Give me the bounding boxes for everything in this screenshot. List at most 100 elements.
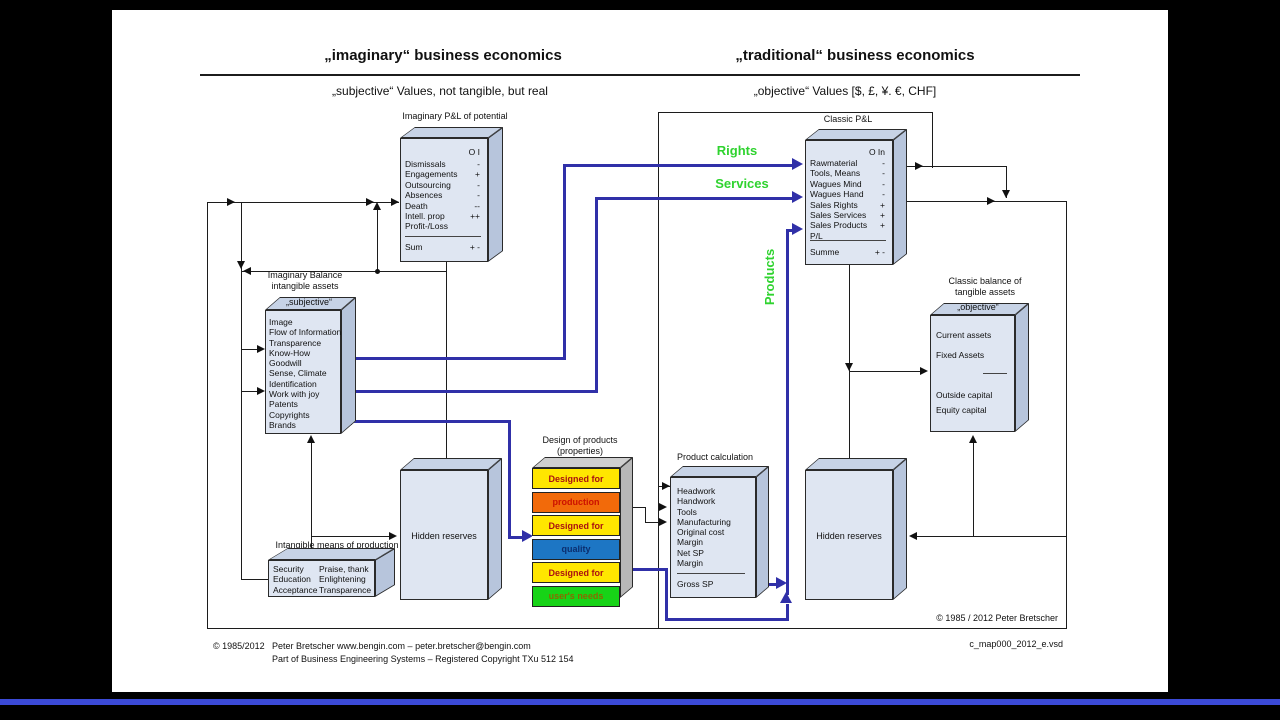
box-side-face [893,458,907,600]
pl-row: Wagues Mind- [810,178,885,189]
design-products-label: Design of products (properties) [542,435,618,456]
production-connector [622,507,646,508]
arrow-up-icon [373,202,381,210]
box-top-face [400,458,503,470]
balance-row: Identification [269,378,317,389]
sum-divider [810,240,886,241]
services-flow-line [348,390,598,393]
right-region-top-border [658,112,933,113]
arrow-right-icon [227,198,235,206]
pl-row: Intell. prop++ [405,211,480,222]
pl-row: Outsourcing- [405,179,480,190]
out1-drop [1006,166,1007,198]
arrow-right-icon [391,198,399,206]
pl-row: Tools, Means- [810,168,885,179]
calc-divider [677,573,745,574]
hidden-reserves-label: Hidden reserves [816,531,882,541]
services-flow-line [595,197,598,393]
balance-divider [983,373,1007,374]
services-flow-line [595,197,792,200]
objective-label: „objective“ [957,302,999,312]
to-hidden-right-connector [915,536,1067,537]
riser-connector [377,205,378,271]
pl-row: Absences- [405,190,480,201]
balance-row: Brands [269,419,296,430]
right-border-line [1066,201,1067,628]
classic-pl-label: Classic P&L [823,114,873,124]
products-label: Products [762,248,777,306]
box-front-face: Current assets Fixed Assets Outside capi… [930,315,1015,432]
brands-flow-line [508,420,511,539]
means-row: Security [273,564,304,574]
calc-total-row: Gross SP [677,579,714,589]
left-border-line [207,202,208,628]
box-side-face [341,297,356,434]
rights-flow-line [563,164,566,360]
footer-line1: Peter Bretscher www.bengin.com – peter.b… [272,641,531,651]
blue-arrow-right-icon [776,577,787,589]
balance-row: Work with joy [269,389,320,400]
production-branch [645,522,661,523]
imaginary-balance-box: Image Flow of Information Transparence K… [265,297,357,434]
balance-row: Outside capital [936,390,993,400]
pl-row: Sales Services+ [810,210,885,221]
right-region-top-drop [932,112,933,168]
sum-divider [405,236,481,237]
title-underline [200,74,1080,76]
pl-row: Sales Rights+ [810,199,885,210]
box-front-face: Headwork Handwork Tools Manufacturing Or… [670,477,756,598]
to-hidden-left-connector [311,536,393,537]
calc-row: Tools [677,506,697,517]
arrow-left-icon [909,532,917,540]
footer-copyright-year: © 1985/2012 [213,641,265,651]
arrow-down-icon [1002,190,1010,198]
arrow-right-icon [257,345,265,353]
video-progress-bar[interactable] [0,699,1280,705]
arrow-right-icon [257,387,265,395]
box-side-face [488,126,503,262]
subjective-label: „subjective“ [285,297,332,307]
box-top-face [670,466,770,477]
services-label: Services [715,176,769,191]
intangible-means-label: Intangible means of production [275,540,399,550]
rights-flow-line [563,164,792,167]
classic-balance-label: Classic balance of tangible assets [948,276,1022,297]
box-top-face [805,129,907,140]
connector-intangible [241,579,269,580]
box-side-face [620,457,633,598]
calc-row: Handwork [677,496,716,507]
means-row: Praise, thank [319,564,369,574]
box-top-face [400,127,503,138]
pl-row: Wagues Hand- [810,189,885,200]
hidden-reserves-label: Hidden reserves [411,531,477,541]
pl-row: Profit-/Loss [405,221,448,232]
arrow-right-icon [366,198,374,206]
balance-row: Current assets [936,330,992,340]
brands-flow-line [508,536,524,539]
means-row: Transparence [319,584,372,595]
inner-copyright: © 1985 / 2012 Peter Bretscher [936,613,1058,623]
pl-row: Sales Products+ [810,220,885,231]
col-header: O In [868,147,885,157]
calc-row: Margin [677,537,703,548]
box-front-face: O In Rawmaterial- Tools, Means- Wagues M… [805,140,893,265]
pl-total-row: Summe+ - [810,247,885,257]
arrow-right-icon [915,162,923,170]
calc-row: Margin [677,558,703,569]
top-left-connector [207,202,399,203]
box-front-face: Image Flow of Information Transparence K… [265,310,341,434]
intangible-riser [311,437,312,560]
blue-arrow-right-icon [792,191,803,203]
arrow-up-icon [307,435,315,443]
rights-flow-line [348,357,566,360]
footer-line2: Part of Business Engineering Systems – R… [272,654,574,664]
left-subtitle: „subjective“ Values, not tangible, but r… [332,84,548,98]
balance-row: Know-How [269,347,311,358]
design-out-flow-line [665,618,789,621]
intangible-means-box: Security Education Acceptance Praise, th… [268,547,395,597]
file-name: c_map000_2012_e.vsd [969,639,1063,649]
arrow-down-icon [237,261,245,269]
box-side-face [893,128,907,265]
design-row: user's needs [532,585,620,607]
box-side-face [488,458,502,600]
